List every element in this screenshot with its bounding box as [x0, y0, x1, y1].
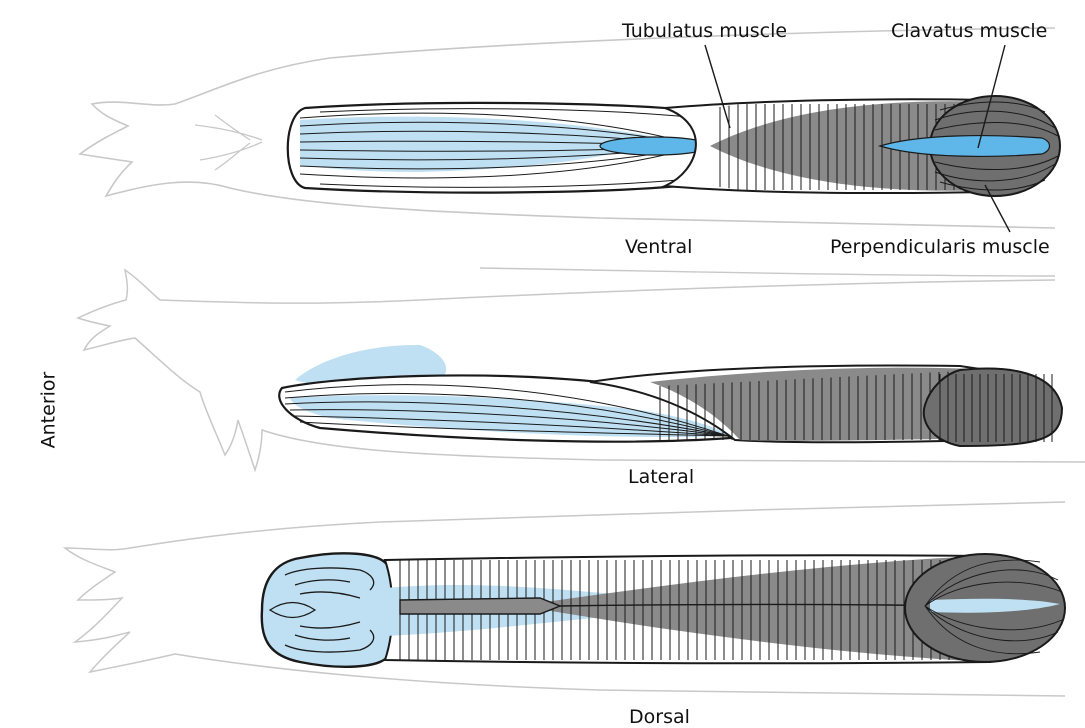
lateral-bulb	[924, 369, 1062, 446]
lateral-label: Lateral	[628, 468, 694, 487]
anterior-label: Anterior	[40, 372, 59, 449]
ventral-label: Ventral	[625, 238, 692, 257]
perpendicularis-muscle-label: Perpendicularis muscle	[830, 238, 1050, 257]
lateral-view	[78, 270, 1085, 470]
ventral-left-blue-core	[600, 137, 710, 155]
dorsal-center-rod	[400, 598, 560, 614]
dorsal-head-capsule	[262, 553, 393, 666]
clavatus-muscle-label: Clavatus muscle	[891, 22, 1047, 41]
tubulatus-muscle-label: Tubulatus muscle	[622, 22, 787, 41]
ventral-mouthparts	[195, 115, 262, 170]
ventral-lower-body-line	[480, 268, 1055, 276]
dorsal-label: Dorsal	[629, 708, 690, 727]
dorsal-view	[65, 502, 1065, 696]
